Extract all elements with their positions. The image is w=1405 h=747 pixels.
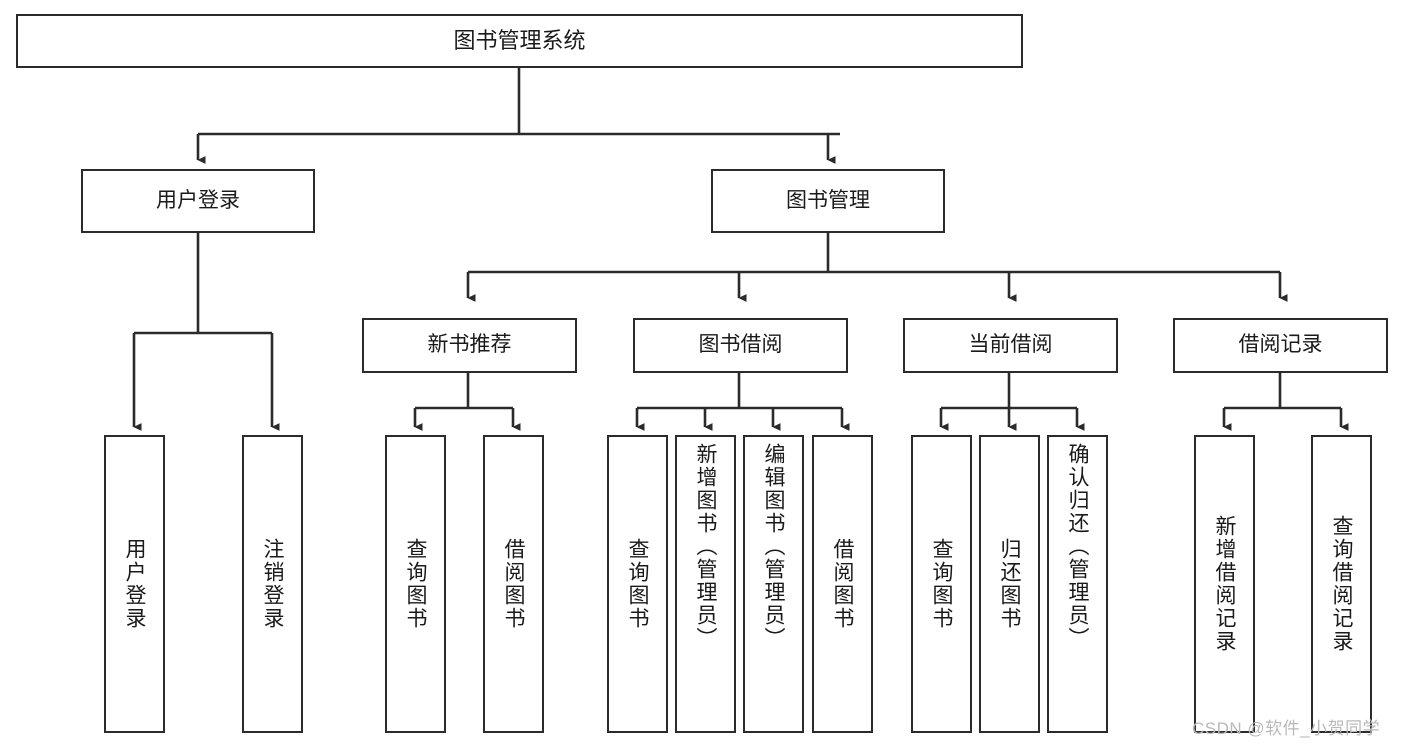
node-label: 借阅记录 (1238, 333, 1323, 357)
leaf-borrow-book[interactable]: 借阅图书 (812, 435, 873, 733)
leaf-query-book-recommend[interactable]: 查询图书 (385, 435, 446, 733)
node-label: 用户登录 (156, 188, 240, 212)
leaf-confirm-return-admin[interactable]: 确认归还（管理员） (1047, 435, 1108, 733)
node-user-login[interactable]: 用户登录 (81, 169, 315, 233)
node-label: 用户登录 (123, 538, 146, 630)
leaf-query-borrow-record[interactable]: 查询借阅记录 (1311, 435, 1372, 733)
node-label: 查询图书 (626, 538, 649, 630)
node-new-book-recommend[interactable]: 新书推荐 (362, 318, 577, 373)
leaf-edit-book-admin[interactable]: 编辑图书（管理员） (743, 435, 804, 733)
node-borrow-record[interactable]: 借阅记录 (1173, 318, 1388, 373)
leaf-user-login[interactable]: 用户登录 (104, 435, 165, 733)
csdn-watermark: CSDN @软件_小贺同学 (1192, 719, 1381, 738)
node-label: 当前借阅 (968, 333, 1053, 357)
leaf-return-book[interactable]: 归还图书 (979, 435, 1040, 733)
node-label: 图书管理系统 (453, 28, 586, 54)
node-current-borrow[interactable]: 当前借阅 (903, 318, 1118, 373)
leaf-add-book-admin[interactable]: 新增图书（管理员） (675, 435, 736, 733)
node-label: 新增图书（管理员） (694, 443, 717, 650)
node-label: 查询图书 (404, 538, 427, 630)
leaf-add-borrow-record[interactable]: 新增借阅记录 (1194, 435, 1255, 733)
node-root[interactable]: 图书管理系统 (16, 14, 1023, 68)
node-label: 编辑图书（管理员） (762, 443, 785, 650)
node-label: 归还图书 (998, 538, 1021, 630)
node-label: 图书借阅 (698, 333, 783, 357)
node-label: 图书管理 (786, 188, 870, 212)
node-label: 查询借阅记录 (1330, 515, 1353, 653)
node-label: 新书推荐 (427, 333, 512, 357)
node-label: 注销登录 (261, 538, 284, 630)
node-label: 借阅图书 (502, 538, 525, 630)
leaf-query-book-current[interactable]: 查询图书 (911, 435, 972, 733)
node-book-borrow[interactable]: 图书借阅 (633, 318, 848, 373)
node-label: 借阅图书 (831, 538, 854, 630)
node-label: 确认归还（管理员） (1066, 443, 1089, 650)
leaf-borrow-book-recommend[interactable]: 借阅图书 (483, 435, 544, 733)
leaf-query-book-borrow[interactable]: 查询图书 (607, 435, 668, 733)
node-label: 查询图书 (930, 538, 953, 630)
node-book-management[interactable]: 图书管理 (711, 169, 945, 233)
node-label: 新增借阅记录 (1213, 515, 1236, 653)
leaf-logout-login[interactable]: 注销登录 (242, 435, 303, 733)
